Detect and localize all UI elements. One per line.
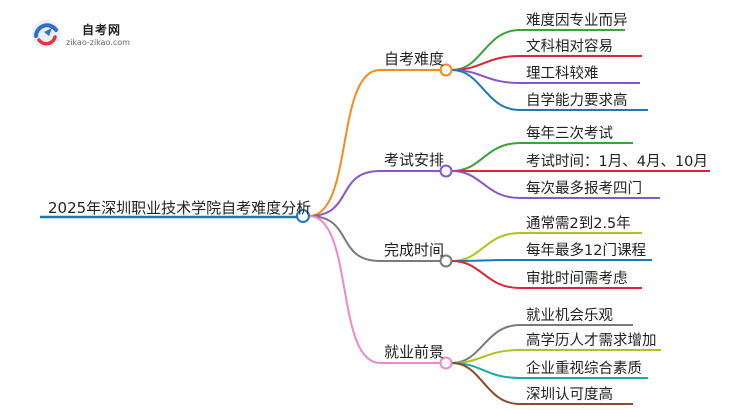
leaf-connector <box>451 69 521 111</box>
logo-url: zikao-zikao.com <box>66 38 130 47</box>
branch-node[interactable] <box>439 254 453 268</box>
leaf-label: 自学能力要求高 <box>526 93 628 109</box>
branch-connector <box>308 69 381 217</box>
branch-node[interactable] <box>439 63 453 77</box>
branch-label: 完成时间 <box>384 241 445 259</box>
leaf-label: 考试时间：1月、4月、10月 <box>526 154 708 170</box>
leaf-label: 文科相对容易 <box>526 39 613 55</box>
leaf-connector <box>451 29 521 71</box>
leaf-label: 深圳认可度高 <box>526 387 613 403</box>
leaf-connector <box>451 260 521 289</box>
branch-node[interactable] <box>439 164 453 178</box>
leaf-connector <box>451 362 521 405</box>
leaf-connector <box>451 259 521 262</box>
leaf-label: 企业重视综合素质 <box>526 361 642 377</box>
leaf-label: 高学历人才需求增加 <box>526 333 657 349</box>
leaf-connector <box>451 232 521 262</box>
root-label: 2025年深圳职业技术学院自考难度分析 <box>48 199 312 217</box>
leaf-label: 审批时间需考虑 <box>526 271 628 287</box>
leaf-label: 每年三次考试 <box>526 126 613 142</box>
branch-connector <box>308 170 381 217</box>
branch-label: 自考难度 <box>384 50 445 68</box>
branch-node[interactable] <box>439 356 453 370</box>
leaf-connector <box>451 170 521 199</box>
leaf-label: 难度因专业而异 <box>526 13 628 29</box>
leaf-label: 通常需2到2.5年 <box>526 216 631 232</box>
leaf-connector <box>451 324 521 364</box>
leaf-label: 就业机会乐观 <box>526 308 613 324</box>
leaf-label: 每年最多12门课程 <box>526 243 646 259</box>
branch-label: 考试安排 <box>384 151 445 169</box>
leaf-label: 每次最多报考四门 <box>526 181 642 197</box>
logo-name: 自考网 <box>82 23 122 37</box>
site-logo[interactable]: 自考网 zikao-zikao.com <box>30 18 150 54</box>
branch-connector <box>308 215 381 262</box>
leaf-label: 理工科较难 <box>526 66 599 82</box>
branch-label: 就业前景 <box>384 343 445 361</box>
logo-icon <box>32 20 60 48</box>
branch-connector <box>308 215 381 364</box>
leaf-connector <box>451 142 521 172</box>
root-node[interactable] <box>296 209 310 223</box>
